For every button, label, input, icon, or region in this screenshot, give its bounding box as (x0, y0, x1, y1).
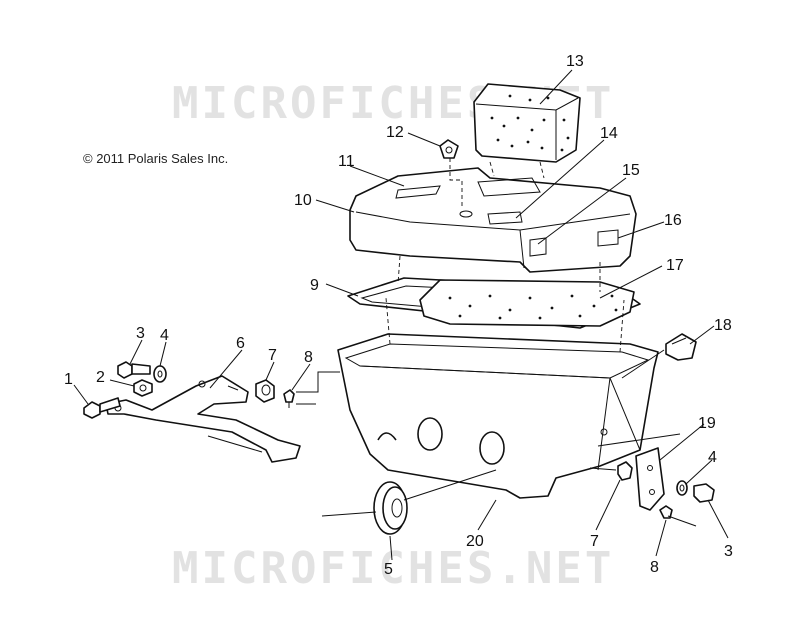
callout-7: 7 (268, 347, 277, 364)
callout-4-right: 4 (708, 449, 717, 466)
grommet-right-part (617, 461, 633, 481)
callout-4: 4 (160, 327, 169, 344)
washer-right-part (676, 480, 688, 496)
bolt-right-part (693, 483, 715, 503)
callout-1: 1 (64, 371, 73, 388)
airbox-cover-part (349, 167, 637, 273)
callout-leaders (73, 69, 729, 561)
callout-9: 9 (310, 277, 319, 294)
washer-left-part (153, 365, 167, 383)
callout-12: 12 (386, 124, 404, 141)
bracket-right-part (635, 447, 665, 511)
callout-15: 15 (622, 162, 640, 179)
callout-17: 17 (666, 257, 684, 274)
screw-left-part (283, 389, 295, 408)
callout-6: 6 (236, 335, 245, 352)
callout-19: 19 (698, 415, 716, 432)
assembly-lines (296, 158, 681, 471)
callout-2: 2 (96, 369, 105, 386)
grommet-left-part (255, 379, 275, 403)
nut-left-part (133, 379, 153, 397)
callout-10: 10 (294, 192, 312, 209)
callout-14: 14 (600, 125, 618, 142)
callout-8-right: 8 (650, 559, 659, 576)
callout-11: 11 (338, 153, 355, 170)
airbox-base-part (337, 161, 659, 499)
callout-8: 8 (304, 349, 313, 366)
clamp-part (665, 333, 697, 361)
callout-13: 13 (566, 53, 584, 70)
callout-labels: 1 2 3 4 5 6 7 8 9 10 11 12 13 14 15 16 1… (64, 53, 733, 578)
foam-pad-part (419, 279, 635, 327)
callout-5: 5 (384, 561, 393, 578)
bolt-left-part (83, 397, 121, 419)
grommet-part (321, 469, 497, 535)
copyright-text: © 2011 Polaris Sales Inc. (83, 151, 229, 166)
callout-16: 16 (664, 212, 682, 229)
bracket-part (105, 375, 301, 463)
cover-clip-part (439, 139, 459, 159)
bolt-upper-left-part (117, 361, 151, 379)
callout-3: 3 (136, 325, 145, 342)
callout-7-right: 7 (590, 533, 599, 550)
screw-right-part (659, 505, 697, 527)
callout-3-right: 3 (724, 543, 733, 560)
foam-filter-part (473, 83, 581, 163)
callout-18: 18 (714, 317, 732, 334)
callout-20: 20 (466, 533, 484, 550)
